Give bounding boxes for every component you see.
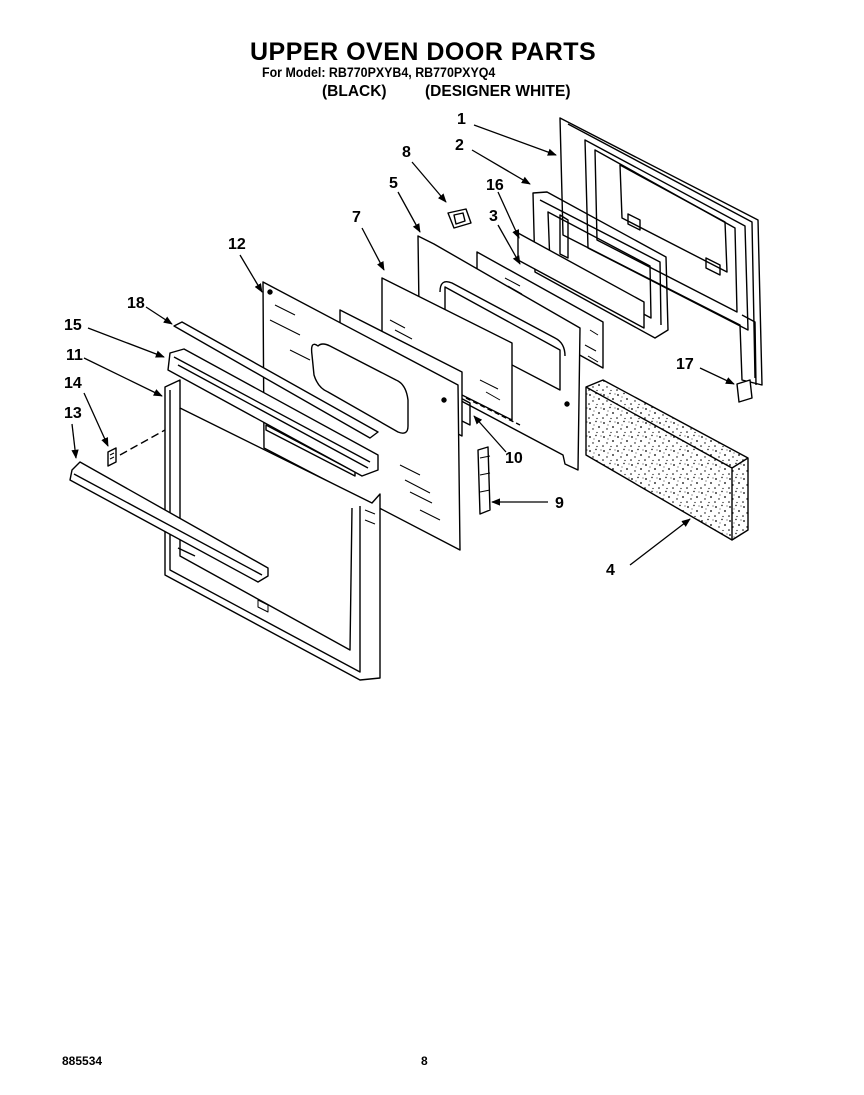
page-title: UPPER OVEN DOOR PARTS <box>250 38 597 66</box>
leader-15 <box>87 327 165 358</box>
alignment-line-10 <box>465 397 521 426</box>
callout-1: 1 <box>457 111 466 128</box>
part-hinge-bracket <box>477 446 491 515</box>
leader-14 <box>83 392 109 447</box>
leader-16 <box>497 191 520 239</box>
callout-11: 11 <box>66 347 83 364</box>
part-insulation-panel <box>517 232 645 329</box>
part-outer-door-frame <box>164 379 381 681</box>
part-insulation-block <box>585 379 749 541</box>
leader-10 <box>473 415 507 453</box>
callout-10: 10 <box>505 450 523 467</box>
callout-18: 18 <box>127 295 145 312</box>
leader-5 <box>397 191 421 233</box>
part-bottom-trim <box>69 461 269 583</box>
model-numbers: For Model: RB770PXYB4, RB770PXYQ4 <box>262 65 496 80</box>
part-clip <box>447 208 472 229</box>
part-inner-door-panel <box>559 117 763 386</box>
callout-15: 15 <box>64 317 82 334</box>
callout-4: 4 <box>606 562 615 579</box>
page-number: 8 <box>421 1054 428 1068</box>
finish-white-label: (DESIGNER WHITE) <box>425 83 571 100</box>
callout-7: 7 <box>352 209 361 226</box>
part-door-gasket <box>532 191 669 339</box>
callout-3: 3 <box>489 208 498 225</box>
leader-7 <box>361 227 385 271</box>
finish-black-label: (BLACK) <box>322 83 387 100</box>
document-number: 885534 <box>62 1054 103 1068</box>
callout-2: 2 <box>455 137 464 154</box>
callout-8: 8 <box>402 144 411 161</box>
part-fastener <box>107 447 117 467</box>
leader-12 <box>239 254 263 293</box>
callout-5: 5 <box>389 175 398 192</box>
alignment-line <box>119 429 166 456</box>
callout-9: 9 <box>555 495 564 512</box>
leader-18 <box>145 306 173 325</box>
callout-14: 14 <box>64 375 82 392</box>
leader-17 <box>699 367 735 385</box>
leader-3 <box>497 224 521 265</box>
callout-16: 16 <box>486 177 504 194</box>
callout-13: 13 <box>64 405 82 422</box>
leader-2 <box>471 149 531 185</box>
leader-11 <box>83 357 163 397</box>
callout-17: 17 <box>676 356 694 373</box>
part-door-handle <box>167 348 379 477</box>
leader-4 <box>629 518 691 566</box>
leader-8 <box>411 161 447 203</box>
part-door-stop <box>736 379 753 403</box>
leader-1 <box>473 124 557 156</box>
leader-13 <box>71 423 79 459</box>
callout-12: 12 <box>228 236 246 253</box>
